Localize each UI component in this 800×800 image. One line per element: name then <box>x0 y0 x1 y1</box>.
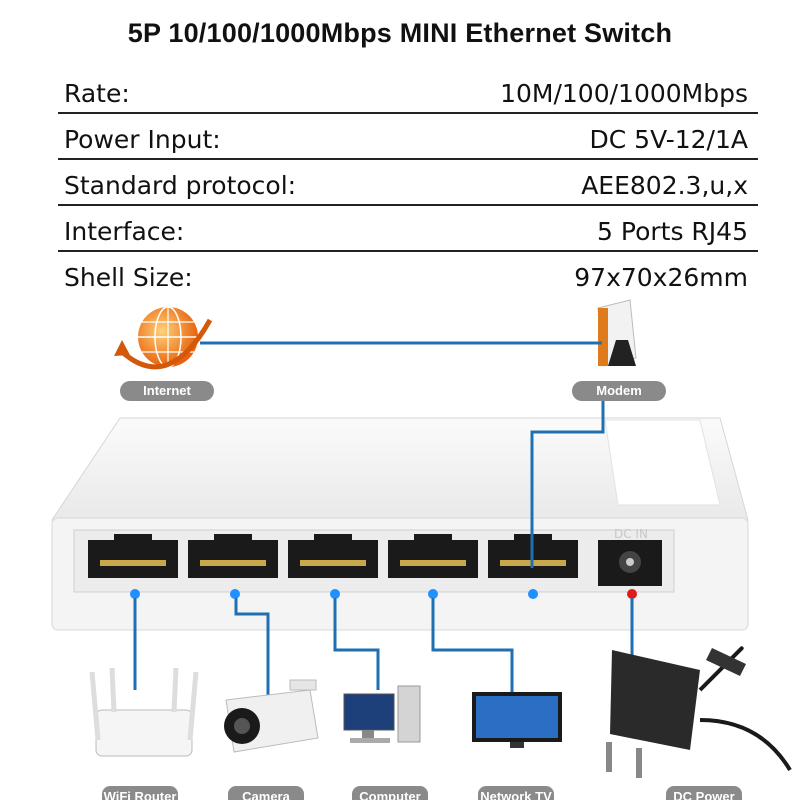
camera-icon <box>224 679 319 753</box>
power-adapter-icon <box>606 646 792 778</box>
dc-power-label: DC Power <box>666 786 742 800</box>
spec-label: Rate: <box>64 79 130 108</box>
port-3-led <box>330 589 340 599</box>
spec-table: Rate: 10M/100/1000Mbps Power Input: DC 5… <box>58 68 758 296</box>
spec-label: Standard protocol: <box>64 171 297 200</box>
port-5-led <box>528 589 538 599</box>
computer-icon <box>343 685 421 743</box>
spec-row-rate: Rate: 10M/100/1000Mbps <box>58 68 758 114</box>
port-2-led <box>230 589 240 599</box>
dc-jack <box>598 540 662 586</box>
spec-label: Power Input: <box>64 125 221 154</box>
spec-value: 10M/100/1000Mbps <box>500 79 748 108</box>
spec-value: 97x70x26mm <box>574 263 748 292</box>
cables <box>133 400 634 696</box>
spec-row-shell-size: Shell Size: 97x70x26mm <box>58 252 758 296</box>
modem-label: Modem <box>572 381 666 401</box>
globe-icon <box>114 306 213 370</box>
spec-value: DC 5V-12/1A <box>589 125 748 154</box>
rj45-port-3 <box>288 534 378 578</box>
modem-icon <box>597 299 637 367</box>
spec-label: Interface: <box>64 217 185 246</box>
camera-label: Camera <box>228 786 304 800</box>
port-4-led <box>428 589 438 599</box>
page-title: 5P 10/100/1000Mbps MINI Ethernet Switch <box>127 18 673 48</box>
spec-row-power-input: Power Input: DC 5V-12/1A <box>58 114 758 160</box>
internet-label: Internet <box>120 381 214 401</box>
power-led <box>627 589 637 599</box>
wifi-router-icon <box>89 667 199 757</box>
rj45-port-1 <box>88 534 178 578</box>
computer-label: Computer <box>352 786 428 800</box>
tv-icon <box>472 692 562 748</box>
spec-label: Shell Size: <box>64 263 193 292</box>
wifi-router-label: WiFi Router <box>102 786 178 800</box>
network-tv-label: Network TV <box>478 786 554 800</box>
rj45-port-2 <box>188 534 278 578</box>
spec-row-protocol: Standard protocol: AEE802.3,u,x <box>58 160 758 206</box>
port-1-led <box>130 589 140 599</box>
spec-value: 5 Ports RJ45 <box>597 217 748 246</box>
svg-text:DC IN: DC IN <box>614 527 648 541</box>
rj45-port-4 <box>388 534 478 578</box>
spec-value: AEE802.3,u,x <box>581 171 748 200</box>
ethernet-switch: DC IN <box>51 417 749 631</box>
spec-row-interface: Interface: 5 Ports RJ45 <box>58 206 758 252</box>
